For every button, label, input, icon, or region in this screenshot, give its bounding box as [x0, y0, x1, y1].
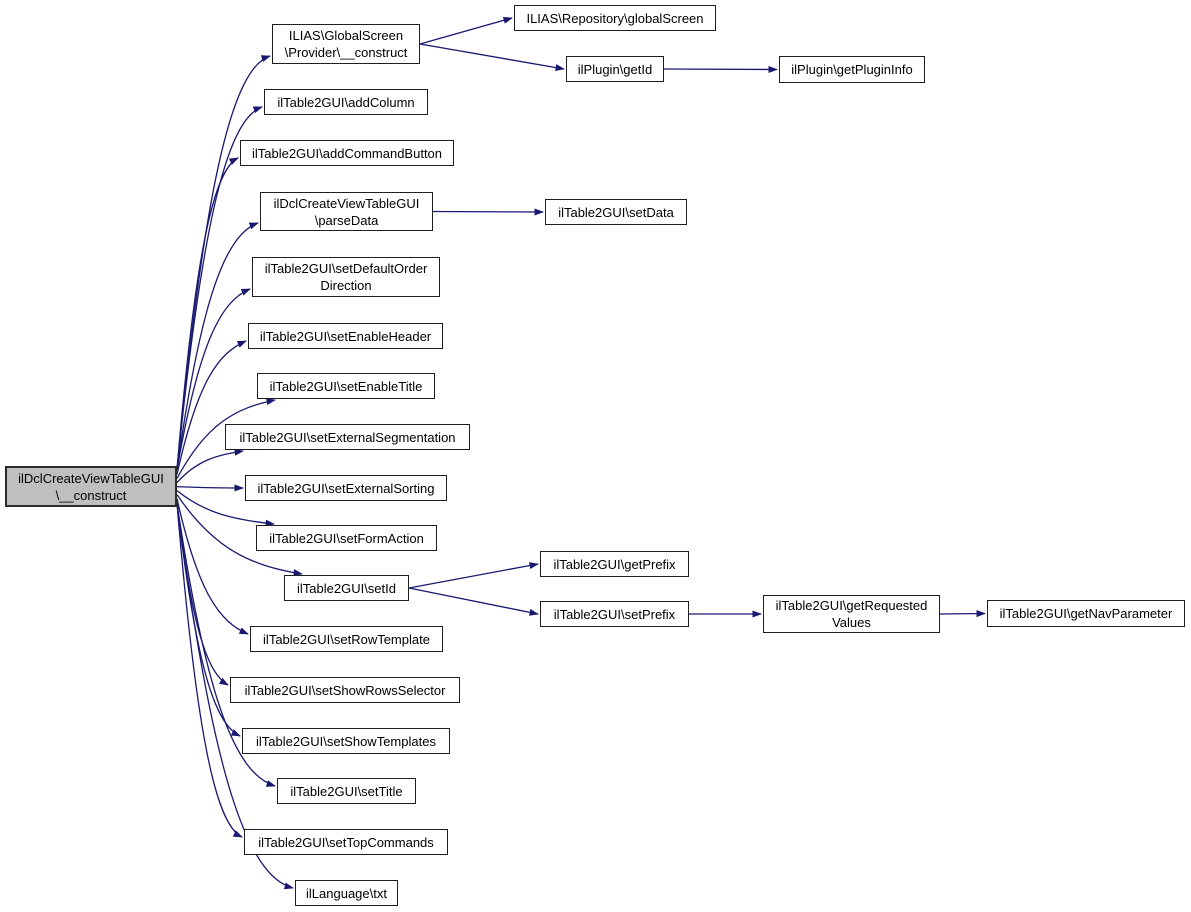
- call-edge-parse-data-to-set-data: [432, 208, 544, 216]
- call-edge-main-to-set-title: [176, 503, 276, 787]
- call-edge-main-to-set-form-action: [176, 490, 275, 527]
- graph-node-label: ilTable2GUI\setFormAction: [269, 530, 424, 546]
- graph-node-label: ilTable2GUI\addCommandButton: [251, 145, 443, 161]
- call-edge-provider-construct-to-plugin-get-id: [419, 43, 565, 71]
- call-edge-set-id-to-get-prefix: [408, 562, 539, 589]
- graph-node-label: ilDclCreateViewTableGUI: [18, 470, 164, 486]
- graph-node-label: \__construct: [55, 487, 127, 503]
- graph-node-plugin-get-id[interactable]: ilPlugin\getId: [566, 56, 664, 82]
- graph-node-label: \Provider\__construct: [284, 45, 408, 60]
- graph-node-label: ilTable2GUI\setShowRowsSelector: [244, 682, 446, 698]
- graph-node-label: ilDclCreateViewTableGUI: [273, 195, 420, 211]
- graph-node-label: ilTable2GUI\addColumn: [277, 94, 415, 110]
- graph-node-add-column[interactable]: ilTable2GUI\addColumn: [264, 89, 428, 115]
- graph-node-label: ilTable2GUI\getPrefix: [553, 556, 676, 572]
- graph-node-label: ilTable2GUI\getNavParameter: [999, 606, 1173, 621]
- call-edge-main-to-set-enable-title: [176, 398, 276, 479]
- graph-node-label: ilTable2GUI\setTopCommands: [258, 834, 434, 850]
- call-edge-main-to-set-enable-header: [176, 340, 247, 475]
- graph-node-label: ilTable2GUI\setEnableTitle: [269, 378, 423, 394]
- graph-node-label: ilTable2GUI\getRequested: [775, 598, 928, 613]
- graph-node-parse-data[interactable]: ilDclCreateViewTableGUI\parseData: [260, 192, 433, 231]
- call-edge-main-to-set-external-segmentation: [176, 448, 244, 483]
- graph-node-set-form-action[interactable]: ilTable2GUI\setFormAction: [256, 525, 437, 551]
- call-edge-set-id-to-set-prefix: [408, 587, 539, 616]
- graph-node-plugin-get-plugin-info[interactable]: ilPlugin\getPluginInfo: [779, 56, 925, 83]
- call-edge-main-to-set-id: [176, 494, 303, 577]
- graph-node-label: ilLanguage\txt: [306, 885, 387, 901]
- graph-node-set-row-template[interactable]: ilTable2GUI\setRowTemplate: [250, 626, 443, 652]
- graph-node-label: ilTable2GUI\setEnableHeader: [259, 328, 432, 344]
- graph-node-set-id[interactable]: ilTable2GUI\setId: [284, 575, 409, 601]
- graph-node-lng-txt[interactable]: ilLanguage\txt: [295, 880, 398, 906]
- graph-node-main: ilDclCreateViewTableGUI\__construct: [5, 466, 177, 507]
- graph-node-add-command-button[interactable]: ilTable2GUI\addCommandButton: [240, 140, 454, 166]
- graph-node-label: Direction: [320, 278, 372, 293]
- graph-node-label: ilTable2GUI\setPrefix: [553, 606, 676, 622]
- call-edge-main-to-lng-txt: [176, 503, 294, 890]
- graph-node-label: ilTable2GUI\setExternalSegmentation: [239, 429, 456, 445]
- call-edge-main-to-parse-data: [176, 222, 259, 470]
- call-edge-get-requested-values-to-get-nav-parameter: [939, 610, 986, 618]
- graph-node-set-prefix[interactable]: ilTable2GUI\setPrefix: [540, 601, 689, 627]
- graph-node-set-external-sorting[interactable]: ilTable2GUI\setExternalSorting: [245, 475, 447, 501]
- graph-node-label: ilTable2GUI\setId: [297, 580, 396, 596]
- graph-node-set-enable-title[interactable]: ilTable2GUI\setEnableTitle: [257, 373, 435, 399]
- graph-node-get-prefix[interactable]: ilTable2GUI\getPrefix: [540, 551, 689, 577]
- call-edge-provider-construct-to-repo-global-screen: [419, 16, 513, 45]
- graph-node-set-data[interactable]: ilTable2GUI\setData: [545, 199, 687, 225]
- graph-node-provider-construct[interactable]: ILIAS\GlobalScreen \Provider\__construct: [272, 24, 420, 64]
- call-edge-main-to-add-command-button: [176, 157, 239, 470]
- graph-node-repo-global-screen[interactable]: ILIAS\Repository\globalScreen: [514, 5, 716, 31]
- graph-node-label: ilTable2GUI\setExternalSorting: [257, 480, 435, 496]
- graph-node-label: ilPlugin\getPluginInfo: [791, 62, 913, 77]
- graph-node-label: ilTable2GUI\setDefaultOrder: [264, 261, 428, 276]
- call-edge-main-to-set-external-sorting: [176, 484, 244, 492]
- graph-node-set-top-commands[interactable]: ilTable2GUI\setTopCommands: [244, 829, 448, 855]
- graph-node-set-show-rows-selector[interactable]: ilTable2GUI\setShowRowsSelector: [230, 677, 460, 703]
- graph-node-label: ILIAS\Repository\globalScreen: [526, 10, 704, 26]
- graph-node-label: ilTable2GUI\setShowTemplates: [256, 733, 436, 749]
- graph-node-label: ilTable2GUI\setData: [558, 204, 674, 220]
- call-edge-main-to-provider-construct: [176, 55, 271, 470]
- call-edge-main-to-set-row-template: [176, 498, 249, 635]
- graph-node-label: ilTable2GUI\setRowTemplate: [263, 631, 430, 647]
- graph-node-label: ILIAS\GlobalScreen: [288, 28, 404, 43]
- graph-node-label: Values: [832, 615, 871, 630]
- call-edge-main-to-set-top-commands: [176, 503, 243, 838]
- call-edge-plugin-get-id-to-plugin-get-plugin-info: [663, 65, 778, 73]
- graph-node-set-show-templates[interactable]: ilTable2GUI\setShowTemplates: [242, 728, 450, 754]
- call-edge-main-to-add-column: [176, 106, 263, 470]
- graph-node-label: ilPlugin\getId: [577, 61, 653, 77]
- graph-node-set-enable-header[interactable]: ilTable2GUI\setEnableHeader: [248, 323, 443, 349]
- call-edge-main-to-set-default-order-direction: [176, 288, 251, 470]
- graph-node-set-title[interactable]: ilTable2GUI\setTitle: [277, 778, 416, 804]
- graph-node-label: ilTable2GUI\setTitle: [290, 783, 403, 799]
- graph-node-set-external-segmentation[interactable]: ilTable2GUI\setExternalSegmentation: [225, 424, 470, 450]
- graph-node-get-nav-parameter[interactable]: ilTable2GUI\getNavParameter: [987, 600, 1185, 627]
- graph-node-label: \parseData: [314, 212, 379, 228]
